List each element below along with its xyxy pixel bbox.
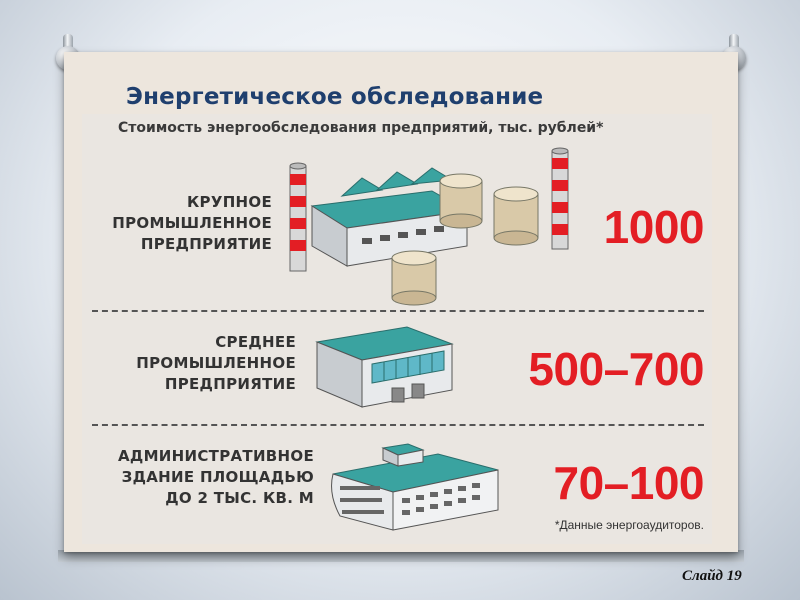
chimney-left-icon <box>289 162 307 272</box>
label-line: ДО 2 ТЫС. КВ. М <box>165 489 314 507</box>
row-divider <box>92 310 704 312</box>
label-line: ПРОМЫШЛЕННОЕ <box>112 214 272 232</box>
footnote: *Данные энергоаудиторов. <box>554 518 704 532</box>
label-line: ПРЕДПРИЯТИЕ <box>140 235 272 253</box>
factory-icon <box>289 147 569 306</box>
label-line: ПРЕДПРИЯТИЕ <box>164 375 296 393</box>
storage-tank-icon <box>439 173 483 229</box>
slide-title: Энергетическое обследование <box>126 84 544 110</box>
chimney-right-icon <box>551 147 569 250</box>
row-value-admin-building: 70–100 <box>553 457 705 509</box>
row-value-medium-enterprise: 500–700 <box>528 343 704 395</box>
label-line: ЗДАНИЕ ПЛОЩАДЬЮ <box>121 468 314 486</box>
storage-tank-icon <box>391 250 437 306</box>
slide-number: Слайд 19 <box>682 568 742 584</box>
row-label-admin-building: АДМИНИСТРАТИВНОЕ ЗДАНИЕ ПЛОЩАДЬЮ ДО 2 ТЫ… <box>118 446 314 509</box>
storage-tank-icon <box>493 186 539 246</box>
label-line: СРЕДНЕЕ <box>215 333 296 351</box>
infographic-heading: Стоимость энергообследования предприятий… <box>118 120 604 136</box>
label-line: АДМИНИСТРАТИВНОЕ <box>118 447 314 465</box>
label-line: ПРОМЫШЛЕННОЕ <box>136 354 296 372</box>
row-label-medium-enterprise: СРЕДНЕЕ ПРОМЫШЛЕННОЕ ПРЕДПРИЯТИЕ <box>136 332 296 395</box>
office-building-icon <box>331 443 499 531</box>
label-line: КРУПНОЕ <box>186 193 272 211</box>
warehouse-icon <box>315 326 454 408</box>
row-label-large-enterprise: КРУПНОЕ ПРОМЫШЛЕННОЕ ПРЕДПРИЯТИЕ <box>112 192 272 255</box>
row-divider <box>92 424 704 426</box>
factory-building-icon <box>310 167 469 267</box>
row-value-large-enterprise: 1000 <box>603 201 705 253</box>
